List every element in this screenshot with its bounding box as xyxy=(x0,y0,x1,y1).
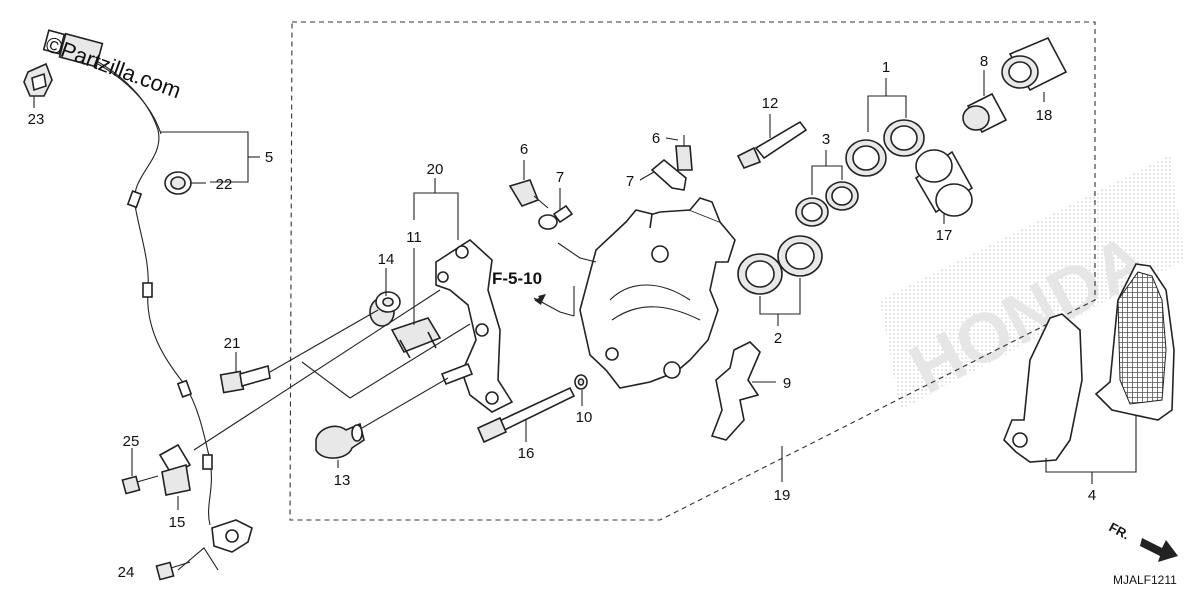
callout-23: 23 xyxy=(28,111,45,128)
caliper-body xyxy=(579,197,736,389)
sensor-wire xyxy=(42,29,253,553)
watermark-text: ©Partzilla.com xyxy=(42,31,184,103)
callout-13: 13 xyxy=(334,472,351,489)
callout-22: 22 xyxy=(216,176,233,193)
bleeder-6a xyxy=(508,179,549,209)
callout-7a: 7 xyxy=(556,169,564,186)
callout-20: 20 xyxy=(427,161,444,178)
callout-4: 4 xyxy=(1088,487,1096,504)
callout-17: 17 xyxy=(936,227,953,244)
direction-indicator: FR. xyxy=(1107,519,1178,562)
arrow-right-icon xyxy=(1140,538,1178,562)
connector xyxy=(58,32,104,68)
callout-10: 10 xyxy=(576,409,593,426)
callout-numbers: 1 2 3 4 5 6 6 7 7 8 9 10 11 12 13 14 15 … xyxy=(28,53,1097,581)
seal-2 xyxy=(737,235,823,295)
callout-15: 15 xyxy=(169,514,186,531)
bolt-21 xyxy=(219,364,271,394)
callout-14: 14 xyxy=(378,251,395,268)
callout-11: 11 xyxy=(406,229,422,246)
grommet-22 xyxy=(164,171,206,195)
callout-1: 1 xyxy=(882,59,890,76)
boot-14 xyxy=(369,291,401,327)
callout-8: 8 xyxy=(980,53,988,70)
bolt-25 xyxy=(121,475,159,495)
leader-lines xyxy=(33,70,1137,571)
callout-3: 3 xyxy=(822,131,830,148)
callout-9: 9 xyxy=(783,375,791,392)
pin-13 xyxy=(315,422,365,459)
reference-label: F-5-10 xyxy=(492,269,542,288)
brake-pad-outer xyxy=(1003,313,1083,463)
pin-16 xyxy=(476,386,576,444)
callout-5: 5 xyxy=(265,149,273,166)
callout-6a: 6 xyxy=(520,141,528,158)
seal-3 xyxy=(795,181,859,227)
cap-7a xyxy=(538,204,574,230)
callout-24: 24 xyxy=(118,564,135,581)
direction-label: FR. xyxy=(1107,519,1133,542)
bracket-bolt xyxy=(440,362,474,386)
bracket-20 xyxy=(435,238,514,413)
piston-8 xyxy=(962,92,1008,134)
pin-12 xyxy=(736,120,808,170)
callout-16: 16 xyxy=(518,445,535,462)
callout-2: 2 xyxy=(774,330,782,347)
assembly-frame xyxy=(289,21,1096,521)
cap-7b xyxy=(650,158,687,191)
clip-23 xyxy=(23,62,53,97)
callout-25: 25 xyxy=(123,433,140,450)
callout-18: 18 xyxy=(1036,107,1053,124)
callout-6b: 6 xyxy=(652,130,660,147)
stay-15 xyxy=(158,443,192,496)
bleeder-6b xyxy=(675,135,693,171)
callout-21: 21 xyxy=(224,335,241,352)
washer-10 xyxy=(574,374,588,390)
clip-11 xyxy=(390,317,442,359)
pad-spring-9 xyxy=(710,341,761,441)
piston-17 xyxy=(914,149,974,217)
diagram-code: MJALF1211 xyxy=(1113,573,1177,587)
piston-1 xyxy=(845,119,925,177)
callout-12: 12 xyxy=(762,95,779,112)
callout-19: 19 xyxy=(774,487,791,504)
callout-7b: 7 xyxy=(626,173,634,190)
piston-18 xyxy=(1001,36,1068,92)
brake-pad-inner xyxy=(1094,263,1175,421)
